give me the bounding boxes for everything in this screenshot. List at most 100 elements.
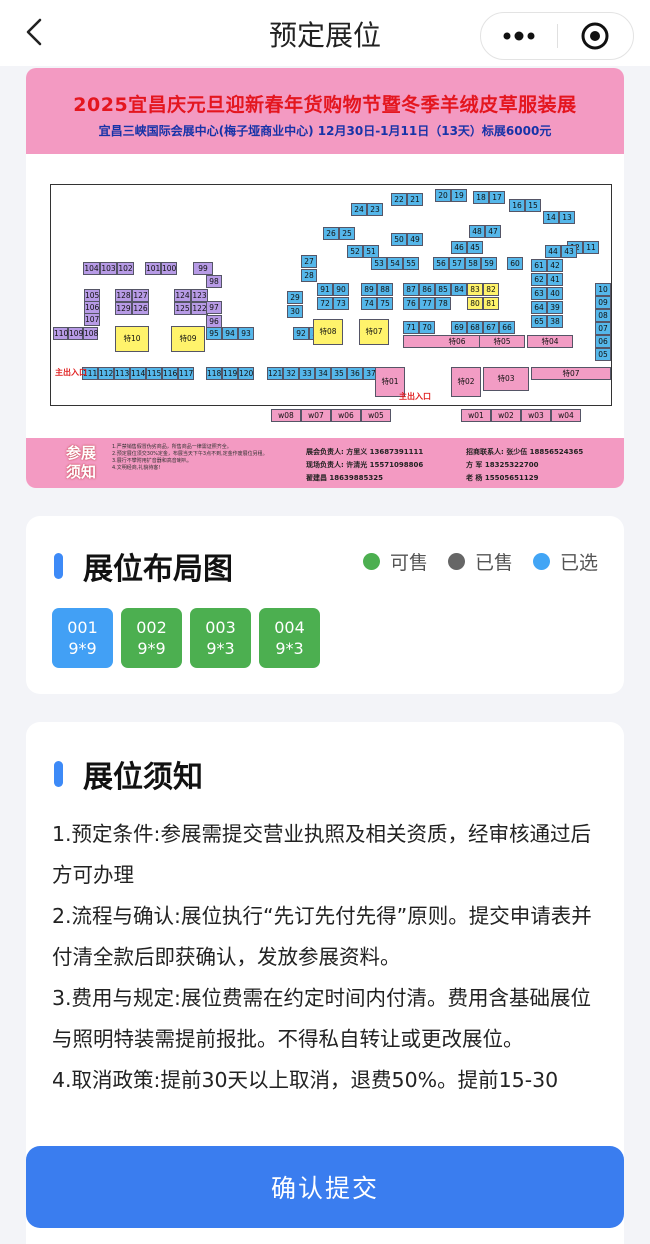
more-dots-icon <box>503 31 535 41</box>
floorplan-booth: 26 <box>323 227 339 240</box>
poster-footer: 参展须知 1.严禁销售假冒伪劣商品，所售商品一律需证照齐全。 2.预定展位须交3… <box>26 438 624 488</box>
floorplan-booth: 66 <box>499 321 515 334</box>
back-button[interactable] <box>20 16 48 48</box>
floorplan-booth: 51 <box>363 245 379 258</box>
floorplan-booth: 70 <box>419 321 435 334</box>
legend-label: 已售 <box>474 552 513 574</box>
legend-label: 可售 <box>389 552 428 574</box>
rule-line: 1.严禁销售假冒伪劣商品，所售商品一律需证照齐全。 <box>112 444 232 450</box>
floorplan-booth: 113 <box>114 367 130 380</box>
floorplan-booth: 53 <box>371 257 387 270</box>
floorplan-booth: 124 <box>174 289 191 302</box>
floorplan-booth: 27 <box>301 255 317 268</box>
poster-rules: 1.严禁销售假冒伪劣商品，所售商品一律需证照齐全。 2.预定展位须交30%定金，… <box>112 444 302 472</box>
notice-line: 4.取消政策:提前30天以上取消，退费50%。提前15-30 <box>52 1068 559 1092</box>
floorplan-booth: 104 <box>83 262 100 275</box>
floorplan-booth: w05 <box>361 409 391 422</box>
footer-label: 参展须知 <box>66 444 96 482</box>
floorplan-booth: 126 <box>132 302 149 315</box>
floorplan-booth: 103 <box>100 262 117 275</box>
floorplan-booth: 78 <box>435 297 451 310</box>
close-miniprogram-button[interactable] <box>558 13 634 59</box>
floorplan-booth: 121 <box>267 367 283 380</box>
floorplan-booth: 22 <box>391 193 407 206</box>
floorplan-booth: 47 <box>485 225 501 238</box>
floorplan-booth: 93 <box>238 327 254 340</box>
floorplan-booth: 85 <box>435 283 451 296</box>
poster-contacts-2: 招商联系人: 张少伍 18856524365 方 军 18325322700 老… <box>466 446 583 485</box>
more-button[interactable] <box>481 13 557 59</box>
floorplan-booth: 29 <box>287 291 303 304</box>
floorplan-booth: 65 <box>531 315 547 328</box>
floorplan-booth: 07 <box>595 322 611 335</box>
floorplan-booth: 59 <box>481 257 497 270</box>
floorplan-booth: 69 <box>451 321 467 334</box>
floorplan-booth: 125 <box>174 302 191 315</box>
floorplan-booth: 80 <box>467 297 483 310</box>
rule-line: 4.文明经商,礼貌待客! <box>112 465 161 471</box>
booth-id: 002 <box>136 618 167 637</box>
floorplan-booth: 特01 <box>375 367 405 397</box>
floorplan-booth: 41 <box>547 273 563 286</box>
floorplan-booth: w02 <box>491 409 521 422</box>
floorplan-booth: 58 <box>465 257 481 270</box>
entrance-label: 主出入口 <box>55 368 87 377</box>
floorplan-booth: 46 <box>451 241 467 254</box>
floorplan-booth: 56 <box>433 257 449 270</box>
notice-title-text: 展位须知 <box>83 760 203 795</box>
rule-line: 3.展行不攀附用扩音器和高音喇叭。 <box>112 458 192 464</box>
floorplan-booth: 55 <box>403 257 419 270</box>
floorplan-booth: 特10 <box>115 326 149 352</box>
legend-available: 可售 <box>362 548 428 575</box>
title-accent-bar <box>54 761 63 787</box>
layout-title-text: 展位布局图 <box>83 552 233 587</box>
floorplan-booth: 117 <box>178 367 194 380</box>
floorplan-booth: 99 <box>193 262 213 275</box>
floorplan-booth: 115 <box>146 367 162 380</box>
target-icon <box>581 22 609 50</box>
floorplan-booth: 111 <box>82 367 98 380</box>
capsule-divider <box>556 24 558 48</box>
notice-line: 3.费用与规定:展位费需在约定时间内付清。费用含基础展位与照明特装需提前报批。不… <box>52 986 591 1051</box>
contact-line: 方 军 18325322700 <box>466 461 539 469</box>
floorplan-booth: w06 <box>331 409 361 422</box>
notice-section-title: 展位须知 <box>54 752 203 796</box>
floorplan-booth: 82 <box>483 283 499 296</box>
chevron-left-icon <box>26 18 42 46</box>
floorplan-booth: 10 <box>595 283 611 296</box>
floorplan-booth: 11 <box>583 241 599 254</box>
blue-dot-icon <box>532 553 550 570</box>
floorplan-booth: w08 <box>271 409 301 422</box>
booth-id: 001 <box>67 618 98 637</box>
floorplan-booth: 64 <box>531 301 547 314</box>
floorplan-booth: 特02 <box>451 367 481 397</box>
floorplan-booth: 90 <box>333 283 349 296</box>
notice-body: 1.预定条件:参展需提交营业执照及相关资质，经审核通过后方可办理 2.流程与确认… <box>52 814 602 1101</box>
legend-sold: 已售 <box>447 548 513 575</box>
floorplan-booth: 108 <box>83 327 99 340</box>
floorplan-booth: 20 <box>435 189 451 202</box>
floorplan-booth: 87 <box>403 283 419 296</box>
floorplan-booth: 32 <box>283 367 299 380</box>
submit-button[interactable]: 确认提交 <box>26 1146 624 1228</box>
floorplan-booth: 81 <box>483 297 499 310</box>
contact-line: 招商联系人: 张少伍 18856524365 <box>466 448 584 456</box>
footer-label-line2: 须知 <box>66 463 97 481</box>
floorplan-booth: 52 <box>347 245 363 258</box>
floorplan-booth: 76 <box>403 297 419 310</box>
contact-line: 翟建昌 18639885325 <box>306 474 384 482</box>
floorplan-poster[interactable]: 2025宜昌庆元旦迎新春年货购物节暨冬季羊绒皮草服装展 宜昌三峡国际会展中心(梅… <box>26 68 624 488</box>
page-title: 预定展位 <box>268 19 381 52</box>
floorplan-booth: 109 <box>68 327 84 340</box>
contact-line: 现场负责人: 许清光 15571098806 <box>306 461 424 469</box>
floorplan-booth: 17 <box>489 191 505 204</box>
floorplan-booth: 16 <box>509 199 525 212</box>
floorplan-booth: 48 <box>469 225 485 238</box>
floorplan-booth: w03 <box>521 409 551 422</box>
poster-header: 2025宜昌庆元旦迎新春年货购物节暨冬季羊绒皮草服装展 宜昌三峡国际会展中心(梅… <box>26 68 624 154</box>
